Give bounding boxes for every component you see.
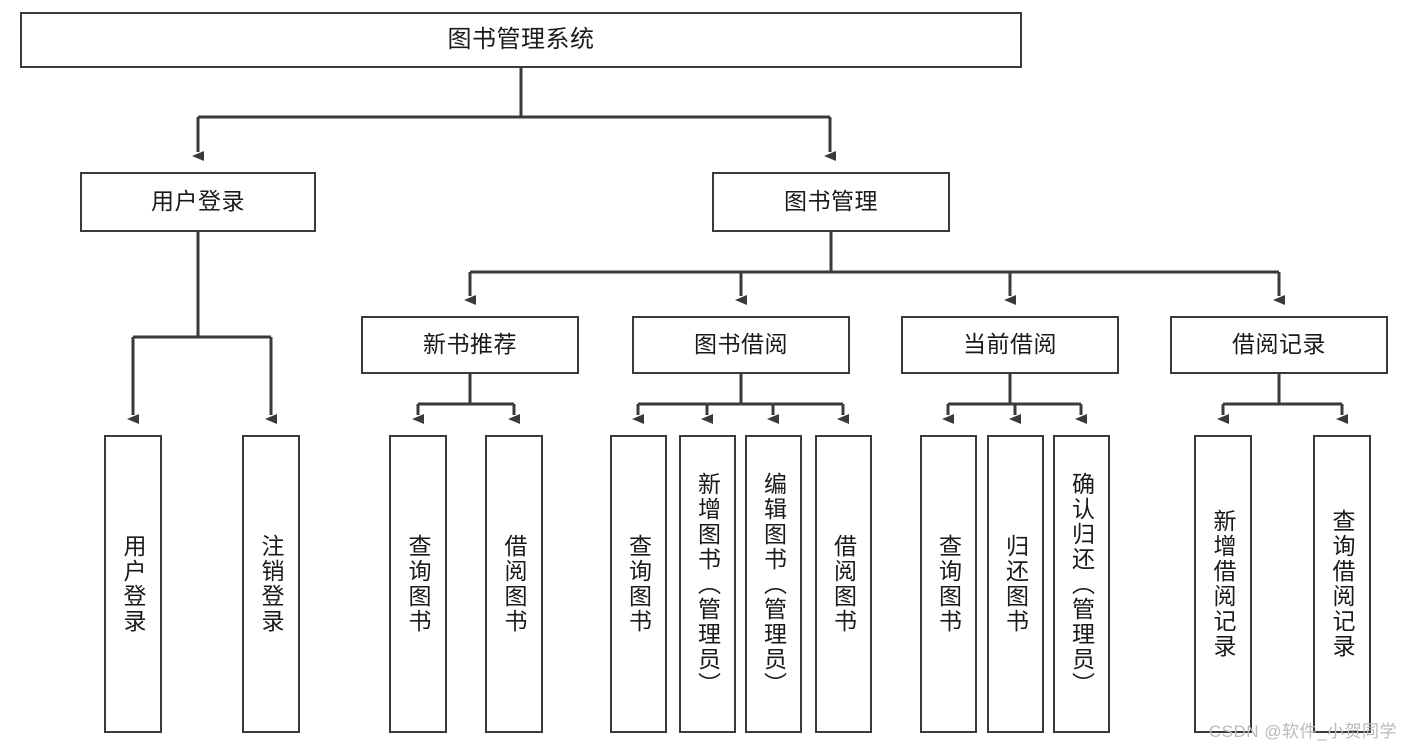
node-leaf-query-book-new[interactable]: 查询图书 [389, 435, 447, 733]
node-leaf-user-login[interactable]: 用户登录 [104, 435, 162, 733]
node-leaf-borrow-book-new[interactable]: 借阅图书 [485, 435, 543, 733]
node-new-book-recommend[interactable]: 新书推荐 [361, 316, 579, 374]
node-user-login-label: 用户登录 [151, 188, 245, 215]
node-current-borrow[interactable]: 当前借阅 [901, 316, 1119, 374]
node-book-borrow[interactable]: 图书借阅 [632, 316, 850, 374]
node-root[interactable]: 图书管理系统 [20, 12, 1022, 68]
node-leaf-borrow-book-new-label: 借阅图书 [501, 534, 528, 634]
node-leaf-lend-book-label: 借阅图书 [830, 534, 857, 634]
node-leaf-add-borrow-record-label: 新增借阅记录 [1210, 509, 1237, 659]
node-user-login[interactable]: 用户登录 [80, 172, 316, 232]
node-leaf-query-borrow-record-label: 查询借阅记录 [1329, 509, 1356, 659]
node-leaf-return-book[interactable]: 归还图书 [987, 435, 1044, 733]
node-leaf-query-borrow-record[interactable]: 查询借阅记录 [1313, 435, 1371, 733]
node-leaf-lend-book[interactable]: 借阅图书 [815, 435, 872, 733]
node-leaf-logout[interactable]: 注销登录 [242, 435, 300, 733]
node-current-borrow-label: 当前借阅 [963, 331, 1057, 358]
node-leaf-logout-label: 注销登录 [258, 534, 285, 634]
node-book-management-label: 图书管理 [784, 188, 878, 215]
node-book-borrow-label: 图书借阅 [694, 331, 788, 358]
node-leaf-add-book-admin-label: 新增图书（管理员） [694, 471, 721, 697]
node-leaf-query-book-borrow-label: 查询图书 [625, 534, 652, 634]
node-leaf-add-book-admin[interactable]: 新增图书（管理员） [679, 435, 736, 733]
node-borrow-records[interactable]: 借阅记录 [1170, 316, 1388, 374]
node-leaf-return-book-label: 归还图书 [1002, 534, 1029, 634]
node-leaf-query-book-current[interactable]: 查询图书 [920, 435, 977, 733]
node-leaf-confirm-return-admin-label: 确认归还（管理员） [1068, 471, 1095, 697]
node-leaf-edit-book-admin-label: 编辑图书（管理员） [760, 471, 787, 697]
node-leaf-edit-book-admin[interactable]: 编辑图书（管理员） [745, 435, 802, 733]
node-leaf-query-book-borrow[interactable]: 查询图书 [610, 435, 667, 733]
node-root-label: 图书管理系统 [447, 25, 595, 53]
node-leaf-query-book-current-label: 查询图书 [935, 534, 962, 634]
node-leaf-add-borrow-record[interactable]: 新增借阅记录 [1194, 435, 1252, 733]
node-leaf-confirm-return-admin[interactable]: 确认归还（管理员） [1053, 435, 1110, 733]
node-leaf-query-book-new-label: 查询图书 [405, 534, 432, 634]
node-book-management[interactable]: 图书管理 [712, 172, 950, 232]
node-leaf-user-login-label: 用户登录 [120, 534, 147, 634]
node-new-book-recommend-label: 新书推荐 [423, 331, 517, 358]
node-borrow-records-label: 借阅记录 [1232, 331, 1326, 358]
